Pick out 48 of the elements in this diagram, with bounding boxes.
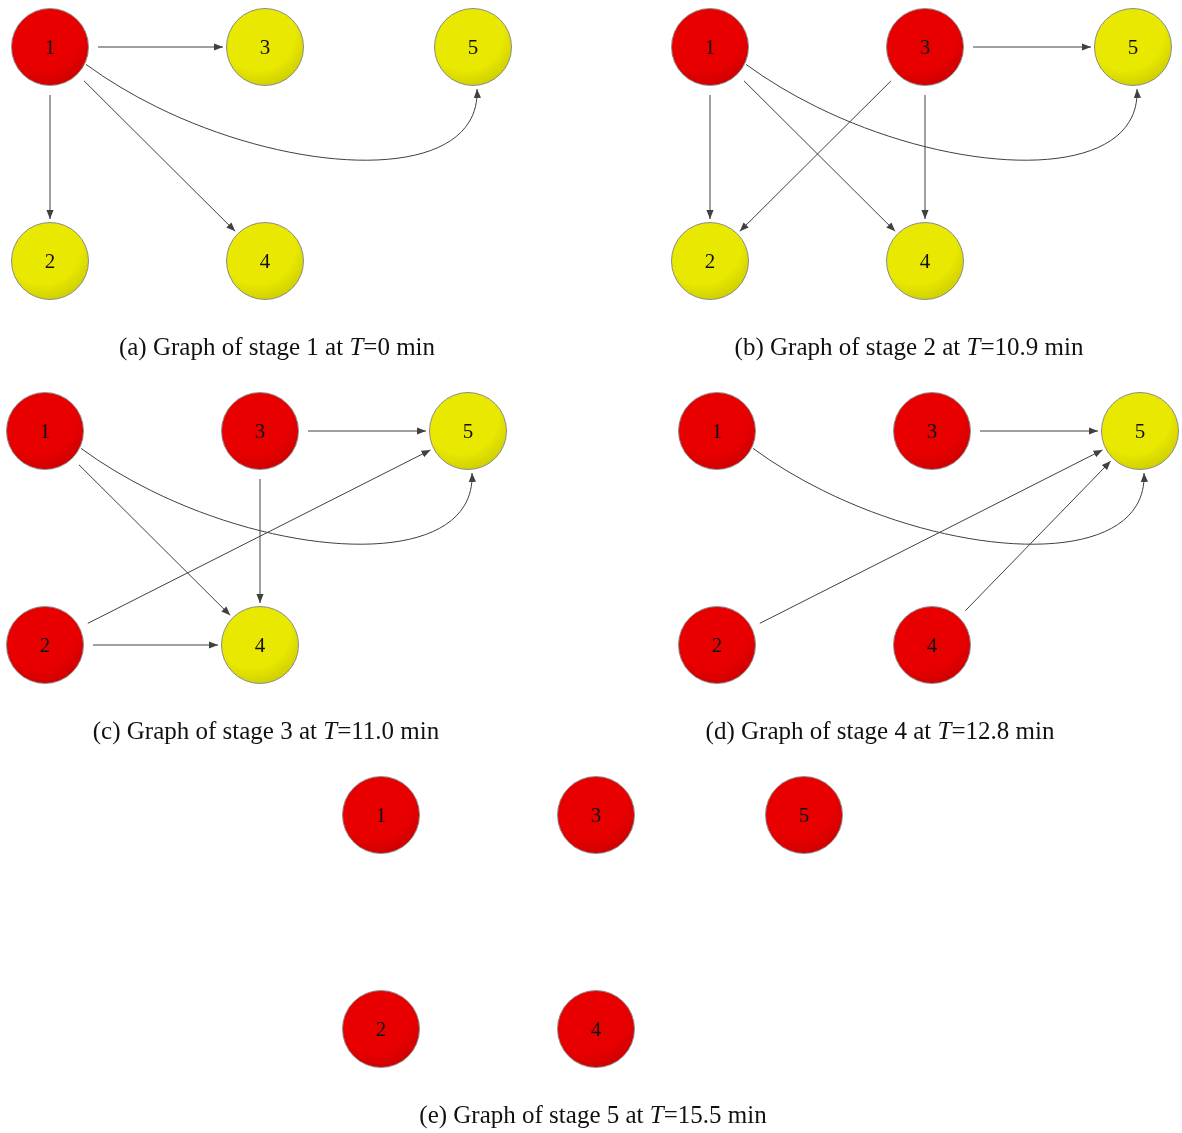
node-number: 1 — [711, 418, 723, 444]
arrow — [256, 478, 264, 604]
arrow — [972, 43, 1092, 51]
node-number: 5 — [798, 802, 810, 828]
arrow — [78, 464, 231, 616]
arrow — [964, 460, 1112, 612]
arrow — [97, 43, 224, 51]
node-number: 4 — [926, 632, 938, 658]
node-number: 5 — [467, 34, 479, 60]
node-number: 1 — [39, 418, 51, 444]
node-number: 2 — [39, 632, 51, 658]
node-number: 2 — [44, 248, 56, 274]
arrow — [979, 427, 1099, 435]
node-number: 3 — [926, 418, 938, 444]
arrow — [759, 449, 1103, 624]
arrow — [307, 427, 427, 435]
node-number: 2 — [704, 248, 716, 274]
panel-caption: (b) Graph of stage 2 at T=10.9 min — [734, 333, 1084, 361]
node-number: 5 — [462, 418, 474, 444]
node-number: 5 — [1134, 418, 1146, 444]
node-number: 3 — [254, 418, 266, 444]
node-number: 1 — [44, 34, 56, 60]
node-number: 3 — [590, 802, 602, 828]
arrow — [92, 641, 219, 649]
arrow — [87, 449, 431, 624]
arrow — [745, 63, 1140, 161]
node-number: 4 — [590, 1016, 602, 1042]
node-number: 3 — [259, 34, 271, 60]
node-number: 4 — [919, 248, 931, 274]
node-number: 1 — [704, 34, 716, 60]
arrow — [706, 94, 714, 220]
arrow — [46, 94, 54, 220]
node-number: 2 — [375, 1016, 387, 1042]
panel-caption: (a) Graph of stage 1 at T=0 min — [118, 333, 436, 361]
arrow — [83, 80, 236, 232]
panel-caption: (c) Graph of stage 3 at T=11.0 min — [92, 717, 440, 745]
node-number: 5 — [1127, 34, 1139, 60]
node-number: 4 — [259, 248, 271, 274]
node-number: 1 — [375, 802, 387, 828]
arrow — [85, 63, 480, 161]
arrow — [80, 447, 475, 545]
panel-caption: (e) Graph of stage 5 at T=15.5 min — [419, 1101, 767, 1129]
arrow — [752, 447, 1147, 545]
node-number: 4 — [254, 632, 266, 658]
arrow — [921, 94, 929, 220]
node-number: 2 — [711, 632, 723, 658]
panel-caption: (d) Graph of stage 4 at T=12.8 min — [705, 717, 1055, 745]
node-number: 3 — [919, 34, 931, 60]
